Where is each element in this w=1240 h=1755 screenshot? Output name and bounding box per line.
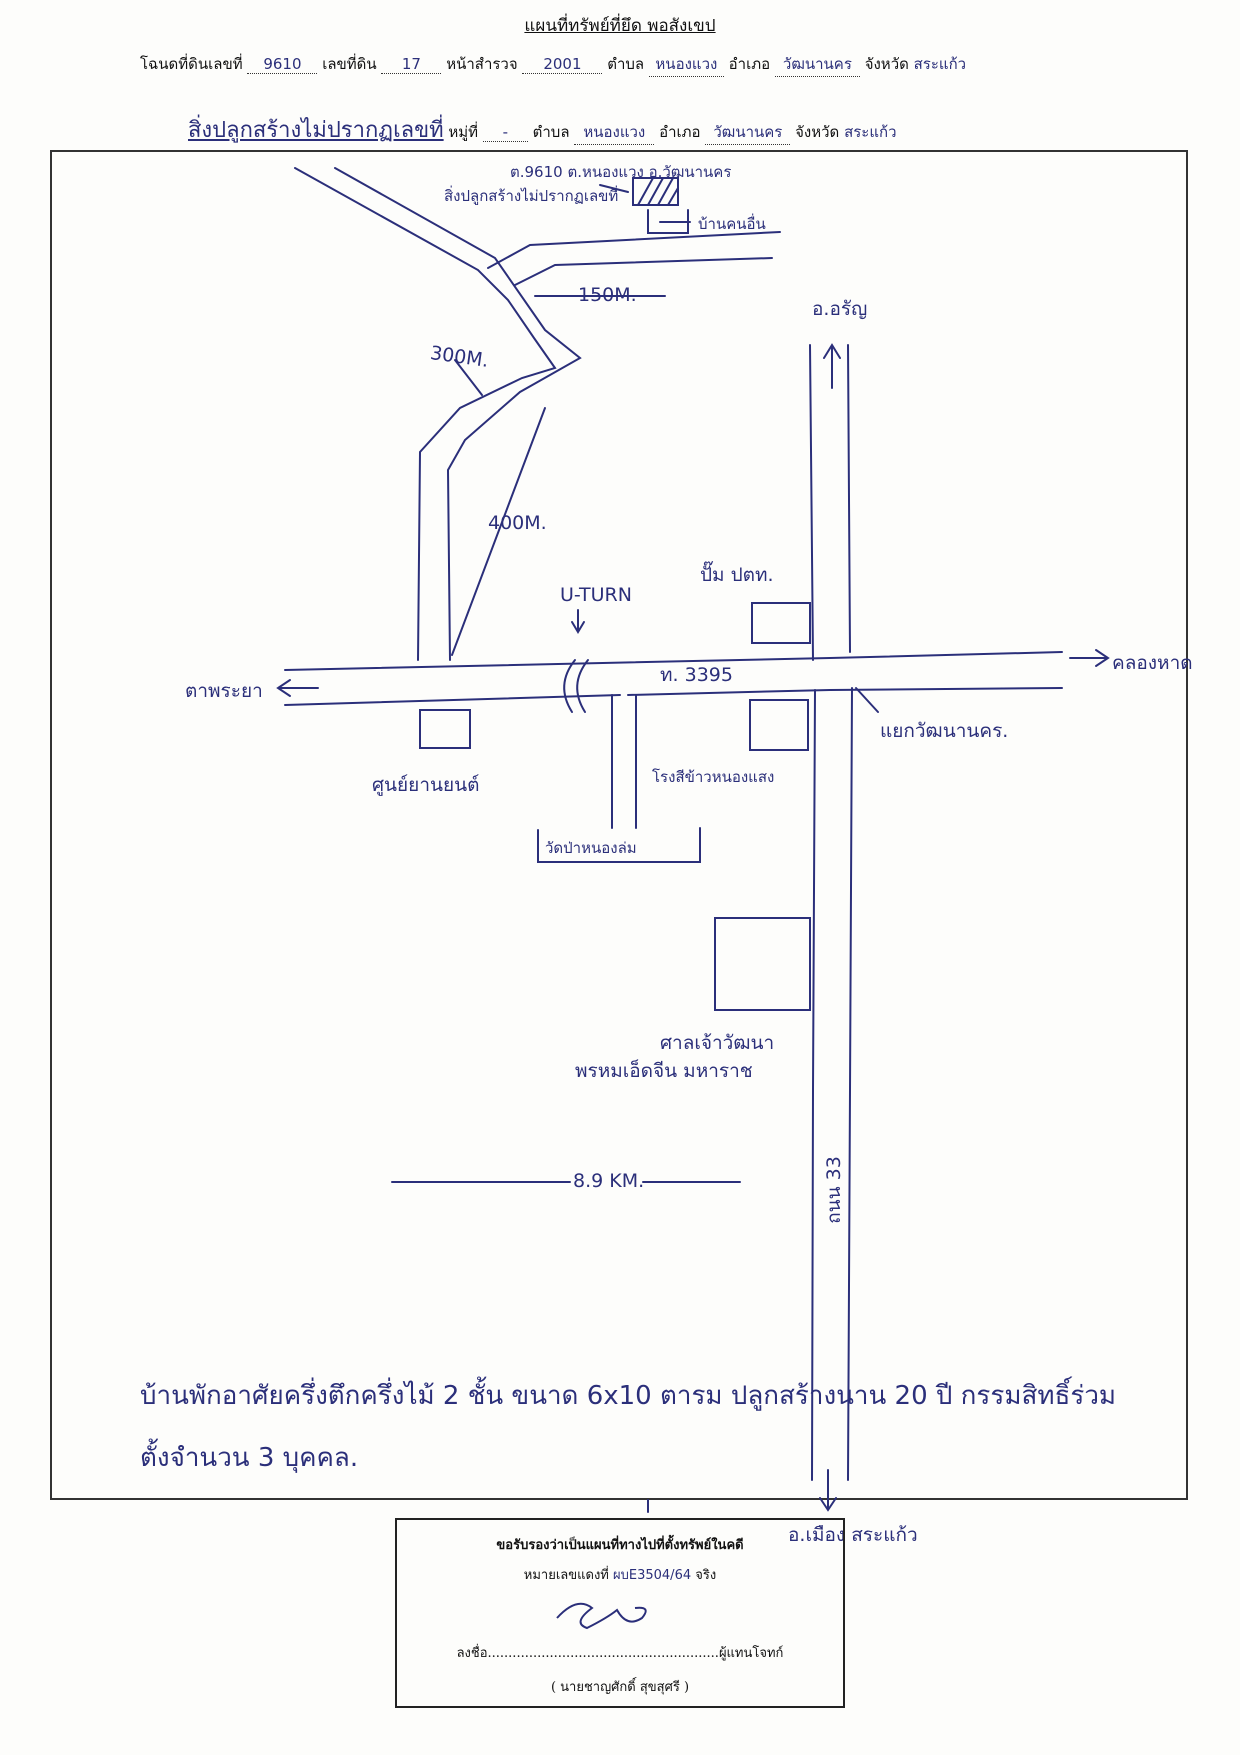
car-shop-label: ศูนย์ยานยนต์ (372, 774, 480, 796)
deed-info-row: โฉนดที่ดินเลขที่ 9610 เลขที่ดิน 17 หน้าส… (140, 52, 966, 77)
building-info-row: สิ่งปลูกสร้างไม่ปรากฏเลขที่ หมู่ที่ - ตำ… (188, 112, 897, 147)
car-shop-box (419, 709, 471, 749)
uturn-label: U-TURN (560, 584, 632, 606)
road-top-right-a (487, 231, 781, 269)
moo-label: หมู่ที่ (448, 123, 479, 141)
moo-value: - (482, 123, 528, 142)
west-arrow (276, 679, 319, 697)
hwy33-west-edge-south (811, 689, 816, 1481)
plot-box (632, 177, 679, 206)
rice-mill-box (749, 699, 809, 751)
road-3395-label: ท. 3395 (660, 664, 733, 686)
deed-label: โฉนดที่ดินเลขที่ (140, 55, 243, 73)
temple-box (537, 827, 701, 863)
map-frame (50, 150, 1188, 1500)
plot-note-label: ต.9610 ต.หนองแวง อ.วัฒนานคร (510, 163, 732, 181)
signature-mark (556, 1602, 647, 1630)
cert-case-number: ผบE3504/64 (613, 1568, 692, 1583)
hwy33-east-edge-south (847, 687, 853, 1481)
dist-150-label: 150M. (578, 284, 637, 306)
cert-line2: หมายเลขแดงที่ ผบE3504/64 จริง (397, 1564, 843, 1585)
property-note: บ้านพักอาศัยครึ่งตึกครึ่งไม้ 2 ชั้น ขนาด… (140, 1381, 1117, 1473)
dist-400-label: 400M. (488, 512, 547, 534)
district-label: อำเภอ (728, 55, 771, 73)
road-upper-left-a (294, 167, 557, 661)
uturn-arc-b (576, 659, 589, 713)
province-value: สระแก้ว (913, 55, 967, 73)
district2-label: อำเภอ (659, 123, 701, 141)
land-number: 17 (381, 55, 442, 74)
building-label: สิ่งปลูกสร้างไม่ปรากฏเลขที่ (444, 187, 619, 205)
subdistrict2-label: ตำบล (532, 123, 570, 141)
cert-case-suffix: จริง (695, 1568, 717, 1583)
building-text: สิ่งปลูกสร้างไม่ปรากฏเลขที่ (188, 118, 444, 143)
north-arrow (823, 343, 841, 389)
road-top-right-b (514, 257, 773, 286)
road-upper-left-b (334, 167, 582, 661)
cert-sign-label: ลงชื่อ (456, 1646, 488, 1661)
shrine-box (714, 917, 811, 1011)
hwy33-west-edge-north (809, 344, 814, 661)
rice-mill-label: โรงสีข้าวหนองแสง (652, 768, 775, 786)
shrine-label-line2: พรหมเอ็ดจีน มหาราช (575, 1060, 753, 1082)
cert-line1: ขอรับรองว่าเป็นแผนที่ทางไปที่ตั้งทรัพย์ใ… (496, 1538, 744, 1553)
road-3395-north-edge (284, 651, 1063, 671)
junction-label: แยกวัฒนานคร. (880, 720, 1009, 742)
survey-label: หน้าสำรวจ (446, 55, 518, 73)
plot-arrow (599, 184, 629, 193)
road-3395-south-edge-b (627, 687, 1063, 696)
west-destination-label: ตาพระยา (185, 680, 263, 702)
province2-value: สระแก้ว (844, 123, 897, 141)
subdistrict-value: หนองแวง (648, 52, 724, 77)
cert-name: ( นายชาญศักดิ์ สุขสุศรี ) (550, 1680, 690, 1695)
cert-sign-dots: ........................................… (487, 1646, 719, 1661)
survey-number: 2001 (522, 55, 603, 74)
province-label: จังหวัด (864, 55, 909, 73)
cert-sign-line: ลงชื่อ..................................… (397, 1642, 843, 1663)
east-destination-label: คลองหาด (1112, 652, 1193, 674)
gas-station-box (751, 602, 811, 644)
neighbor-label: บ้านคนอื่น (698, 215, 766, 233)
province2-label: จังหวัด (795, 123, 840, 141)
certification-box: ขอรับรองว่าเป็นแผนที่ทางไปที่ตั้งทรัพย์ใ… (395, 1518, 845, 1708)
south-destination-label: อ.เมือง สระแก้ว (788, 1524, 918, 1546)
road-3395-south-edge (284, 694, 621, 706)
subdistrict2-value: หนองแวง (574, 120, 655, 145)
district-value: วัฒนานคร (774, 52, 860, 77)
plot-hatch (637, 177, 679, 206)
north-destination-label: อ.อรัญ (812, 298, 868, 320)
uturn-arc-a (563, 659, 576, 713)
highway-33-label: ถนน 33 (822, 1156, 845, 1224)
shrine-label-line1: ศาลเจ้าวัฒนา (660, 1032, 775, 1054)
junction-arrow (855, 687, 879, 713)
deed-number: 9610 (247, 55, 318, 74)
subdistrict-label: ตำบล (607, 55, 645, 73)
dist-89-label: 8.9 KM. (573, 1170, 645, 1192)
dist300-line (454, 359, 483, 396)
east-arrow (1069, 649, 1110, 667)
dist400-line (451, 407, 546, 656)
south-arrow (819, 1469, 837, 1512)
hwy33-east-edge-north (847, 344, 851, 653)
uturn-arrow (571, 609, 585, 634)
district2-value: วัฒนานคร (705, 120, 791, 145)
land-no-label: เลขที่ดิน (322, 55, 377, 73)
temple-label: วัดป่าหนองล่ม (545, 839, 637, 857)
cert-case-prefix: หมายเลขแดงที่ (523, 1568, 609, 1583)
cert-role: ผู้แทนโจทก์ (718, 1646, 784, 1661)
page-title: แผนที่ทรัพย์ที่ยึด พอสังเขป (524, 16, 716, 36)
gas-station-label: ปั๊ม ปตท. (700, 564, 774, 586)
